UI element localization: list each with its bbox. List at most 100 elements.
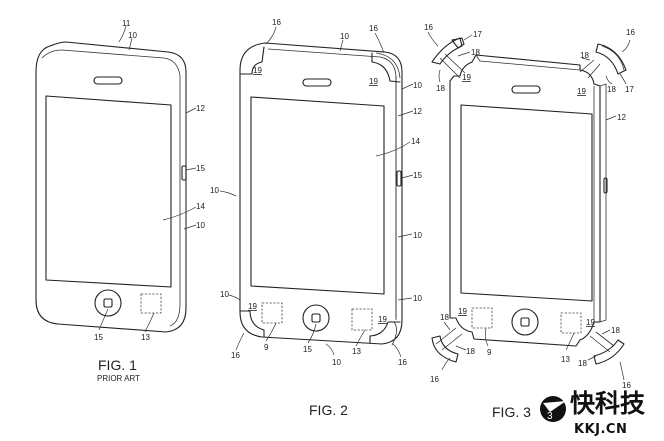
fig2-leader-screen <box>375 141 411 157</box>
fig1-ref-device: 11 <box>122 19 131 28</box>
fig3-ref-pad-tr: 17 <box>625 85 634 94</box>
fig3-leader-bumper-br <box>619 361 625 381</box>
fig2-ref-screen: 14 <box>411 137 420 146</box>
fig1-phone-body <box>35 41 187 333</box>
fig3-leader-pin-br-b <box>587 355 597 361</box>
fig3-leader-pin-tl-b <box>438 69 441 83</box>
fig3-ref-side-band: 12 <box>617 113 626 122</box>
fig2-ref-right-edge-low: 10 <box>413 294 422 303</box>
fig2-leader-sensor-left <box>265 322 277 342</box>
fig3-leader-pin-bl-a <box>443 321 451 331</box>
fig1-ref-side-edge: 10 <box>196 221 205 230</box>
fig3-ref-inner-tl: 19 <box>462 73 471 82</box>
fig2-corner-br-ridge <box>391 321 397 346</box>
fig3-sensor-left <box>471 307 493 329</box>
fig1-leader-screen <box>162 206 197 221</box>
fig3-ref-pin-bl-a: 18 <box>440 313 449 322</box>
watermark-chinese: 快科技 <box>570 389 645 418</box>
fig3-ref-inner-br: 19 <box>586 318 595 327</box>
fig2-ref-side-band: 12 <box>413 107 422 116</box>
fig2-ref-inner-tl: 19 <box>253 66 262 75</box>
fig2-earpiece <box>302 78 332 87</box>
fig3-ref-sensor-right: 13 <box>561 355 570 364</box>
fig2-ref-bottom-edge: 10 <box>332 358 341 367</box>
fig1-back-edge <box>41 49 181 327</box>
fig1-screen <box>45 95 172 288</box>
fig3-ref-pad-tl: 17 <box>473 30 482 39</box>
fig2-corner-bl <box>239 310 265 338</box>
fig2-ref-inner-bl: 19 <box>248 302 257 311</box>
fig3-ref-inner-tr: 19 <box>577 87 586 96</box>
fig3-ref-inner-bl: 19 <box>458 307 467 316</box>
fig2-screen <box>250 96 385 295</box>
fig1-ref-side-band: 12 <box>196 104 205 113</box>
watermark-plane-icon <box>543 401 566 412</box>
fig2-home-button <box>302 304 330 332</box>
fig2-leader-corner-tl <box>265 26 277 45</box>
watermark-badge-glyph: 3 <box>547 411 553 422</box>
fig3-leader-pin-bl-b <box>455 345 467 351</box>
fig2-corner-tl <box>239 46 265 75</box>
fig3-ref-pin-tl-b: 18 <box>436 84 445 93</box>
fig3-caption: FIG. 3 <box>492 404 531 420</box>
fig3-ref-bumper-tl: 16 <box>424 23 433 32</box>
fig2-ref-corner-br: 16 <box>398 358 407 367</box>
fig1-leader-device <box>118 25 127 43</box>
fig2-ref-right-edge-mid: 10 <box>413 231 422 240</box>
fig2-ref-home-button: 15 <box>303 345 312 354</box>
fig3-sensor-right <box>560 312 582 334</box>
fig1-leader-sidebtn <box>185 167 197 171</box>
fig2-ref-sensor-right: 13 <box>352 347 361 356</box>
fig3-ref-pin-br-a: 18 <box>611 326 620 335</box>
fig2-ref-sensor-left: 9 <box>264 343 269 352</box>
fig3-ref-bumper-bl: 16 <box>430 375 439 384</box>
fig2-ref-right-edge-top: 10 <box>413 81 422 90</box>
fig1-earpiece <box>93 76 123 85</box>
fig3-bumper-bl <box>431 327 463 363</box>
fig2-ref-left-edge-low: 10 <box>220 290 229 299</box>
fig3-leader-bumper-bl <box>441 357 451 371</box>
figure-1: 11 10 12 15 14 10 15 13 FIG. 1 PRIOR ART <box>35 19 205 383</box>
fig3-leader-pin-tl-a <box>457 51 471 57</box>
fig3-top-bevel <box>475 54 581 71</box>
fig1-side-button <box>181 165 187 181</box>
fig2-sensor-left <box>261 302 283 324</box>
fig2-corner-tr <box>371 52 401 83</box>
fig2-ref-corner-tr: 16 <box>369 24 378 33</box>
fig3-leader-bumper-tr <box>621 39 631 53</box>
fig2-leader-left-low <box>228 294 241 301</box>
fig2-sensor-right <box>351 308 373 331</box>
fig2-caption: FIG. 2 <box>309 402 348 418</box>
fig3-earpiece <box>511 85 541 94</box>
fig3-screen <box>460 104 593 302</box>
fig3-ref-pin-tl-a: 18 <box>471 48 480 57</box>
fig2-phone-body <box>239 42 403 345</box>
fig2-leader-corner-bl <box>235 332 245 351</box>
fig1-leader-band <box>185 107 197 114</box>
fig2-ref-corner-bl: 16 <box>231 351 240 360</box>
fig3-phone-body <box>449 54 601 347</box>
fig3-ref-pin-tr-b: 18 <box>607 85 616 94</box>
fig1-ref-top-edge: 10 <box>128 31 137 40</box>
fig2-ref-inner-br: 19 <box>378 315 387 324</box>
fig3-leader-sensor-right <box>565 332 575 351</box>
fig3-bumper-tl <box>431 37 466 79</box>
fig2-leader-top <box>339 39 344 52</box>
fig2-leader-corner-br <box>392 343 402 358</box>
fig1-ref-home-button: 15 <box>94 333 103 342</box>
fig2-leader-left-arrow <box>219 190 237 197</box>
fig3-home-square <box>520 317 530 327</box>
fig2-leader-sensor-right <box>355 329 366 347</box>
fig3-ref-bumper-tr: 16 <box>626 28 635 37</box>
fig2-leader-right-top <box>401 83 414 90</box>
fig1-home-button <box>94 289 122 317</box>
watermark-latin: KKJ.CN <box>574 422 627 437</box>
fig2-home-square <box>311 313 321 323</box>
fig3-bumper-br <box>589 331 625 365</box>
fig3-leader-pin-tr-a <box>581 57 591 61</box>
fig3-ref-pin-bl-b: 18 <box>466 347 475 356</box>
fig2-back-edge <box>267 48 397 318</box>
fig2-leader-sidebtn <box>401 174 414 179</box>
fig3-leader-band <box>605 115 617 121</box>
fig3-ref-pin-br-b: 18 <box>578 359 587 368</box>
